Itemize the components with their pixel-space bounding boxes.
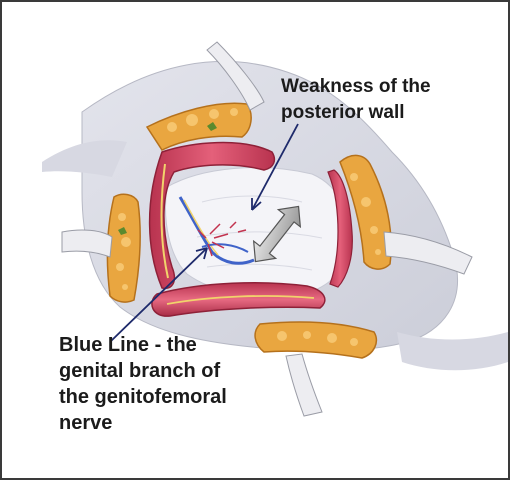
- label-line: Weakness of the: [281, 76, 431, 97]
- label-line: the genitofemoral: [59, 386, 227, 408]
- retractor-left: [61, 229, 113, 258]
- pointer-arrow-genital-branch: [109, 247, 208, 343]
- fat-tissue-top: [145, 102, 252, 151]
- vessel-marks: [197, 221, 247, 257]
- fat-tissue-bottom: [254, 321, 378, 359]
- muscle-band-lower: [151, 281, 326, 317]
- label-genital-branch: Blue Line - the genital branch of the ge…: [59, 332, 227, 436]
- muscle-band-right: [327, 169, 353, 288]
- fat-tissue-right: [339, 154, 392, 270]
- muscle-band-upper: [148, 141, 276, 290]
- pointer-arrow-posterior-wall: [251, 123, 299, 211]
- label-line: Blue Line - the: [59, 334, 197, 356]
- fat-tissue-left: [106, 193, 141, 303]
- retractor-top: [206, 41, 265, 111]
- label-posterior-wall: Weakness of the posterior wall: [281, 74, 431, 126]
- label-line: nerve: [59, 412, 113, 434]
- label-line: genital branch of: [59, 360, 221, 382]
- posterior-wall: [165, 167, 350, 298]
- retractor-bottom: [285, 353, 323, 417]
- retractor-right: [383, 231, 473, 275]
- genital-branch-nerve: [178, 196, 255, 265]
- label-line: posterior wall: [281, 102, 405, 123]
- double-arrow-icon: [252, 205, 302, 263]
